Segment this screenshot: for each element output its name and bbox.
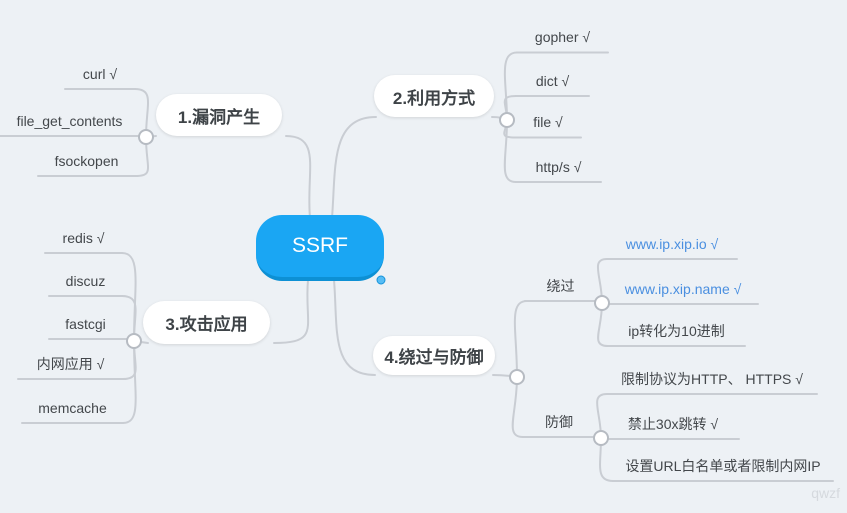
root-anchor-dot [376, 275, 386, 285]
root-node-ssrf[interactable]: SSRF [256, 215, 384, 281]
leaf-https[interactable]: http/s √ [535, 159, 582, 175]
leaf-intranet-app[interactable]: 内网应用 √ [36, 356, 105, 372]
leaf-xip-io-link[interactable]: www.ip.xip.io √ [625, 236, 719, 252]
wire-memcache [122, 340, 137, 424]
expander-branch1[interactable] [138, 129, 154, 145]
expander-bypass[interactable] [594, 295, 610, 311]
leaf-fsockopen[interactable]: fsockopen [54, 153, 119, 169]
leaf-file-get-contents[interactable]: file_get_contents [16, 113, 123, 129]
leaf-redis[interactable]: redis √ [62, 230, 105, 246]
leaf-gopher[interactable]: gopher √ [534, 29, 591, 45]
subtopic-defense[interactable]: 防御 [545, 414, 573, 430]
expander-branch3[interactable] [126, 333, 142, 349]
wire-defense [511, 376, 524, 438]
leaf-discuz[interactable]: discuz [65, 273, 106, 289]
wire-bypass [513, 300, 528, 378]
leaf-url-whitelist[interactable]: 设置URL白名单或者限制内网IP [625, 458, 821, 474]
leaf-dict[interactable]: dict √ [535, 73, 570, 89]
leaf-xip-name-link[interactable]: www.ip.xip.name √ [624, 281, 742, 297]
leaf-limit-protocol[interactable]: 限制协议为HTTP、 HTTPS √ [621, 371, 803, 387]
expander-branch4[interactable] [509, 369, 525, 385]
subtopic-bypass[interactable]: 绕过 [546, 278, 575, 294]
branch-node-vuln-origin[interactable]: 1.漏洞产生 [156, 94, 282, 136]
branch-node-attack-apps[interactable]: 3.攻击应用 [143, 301, 270, 344]
leaf-no-30x-redirect[interactable]: 禁止30x跳转 √ [627, 416, 719, 432]
wire-root-branch3 [273, 279, 310, 344]
wire-root-branch4 [333, 279, 376, 376]
wire-curl [134, 88, 149, 138]
branch-node-bypass-defense[interactable]: 4.绕过与防御 [373, 336, 495, 375]
branch-node-exploit-methods[interactable]: 2.利用方式 [374, 75, 494, 117]
watermark: qwzf [811, 485, 840, 501]
leaf-curl[interactable]: curl √ [82, 66, 118, 82]
leaf-file[interactable]: file √ [533, 114, 563, 130]
expander-defense[interactable] [593, 430, 609, 446]
leaf-memcache[interactable]: memcache [38, 400, 107, 416]
wire-root-branch1 [285, 135, 312, 219]
leaf-ip-to-decimal[interactable]: ip转化为10进制 [628, 323, 725, 339]
expander-branch2[interactable] [499, 112, 515, 128]
leaf-fastcgi[interactable]: fastcgi [65, 316, 106, 332]
wire-root-branch2 [331, 116, 377, 219]
wire-https [503, 119, 517, 183]
